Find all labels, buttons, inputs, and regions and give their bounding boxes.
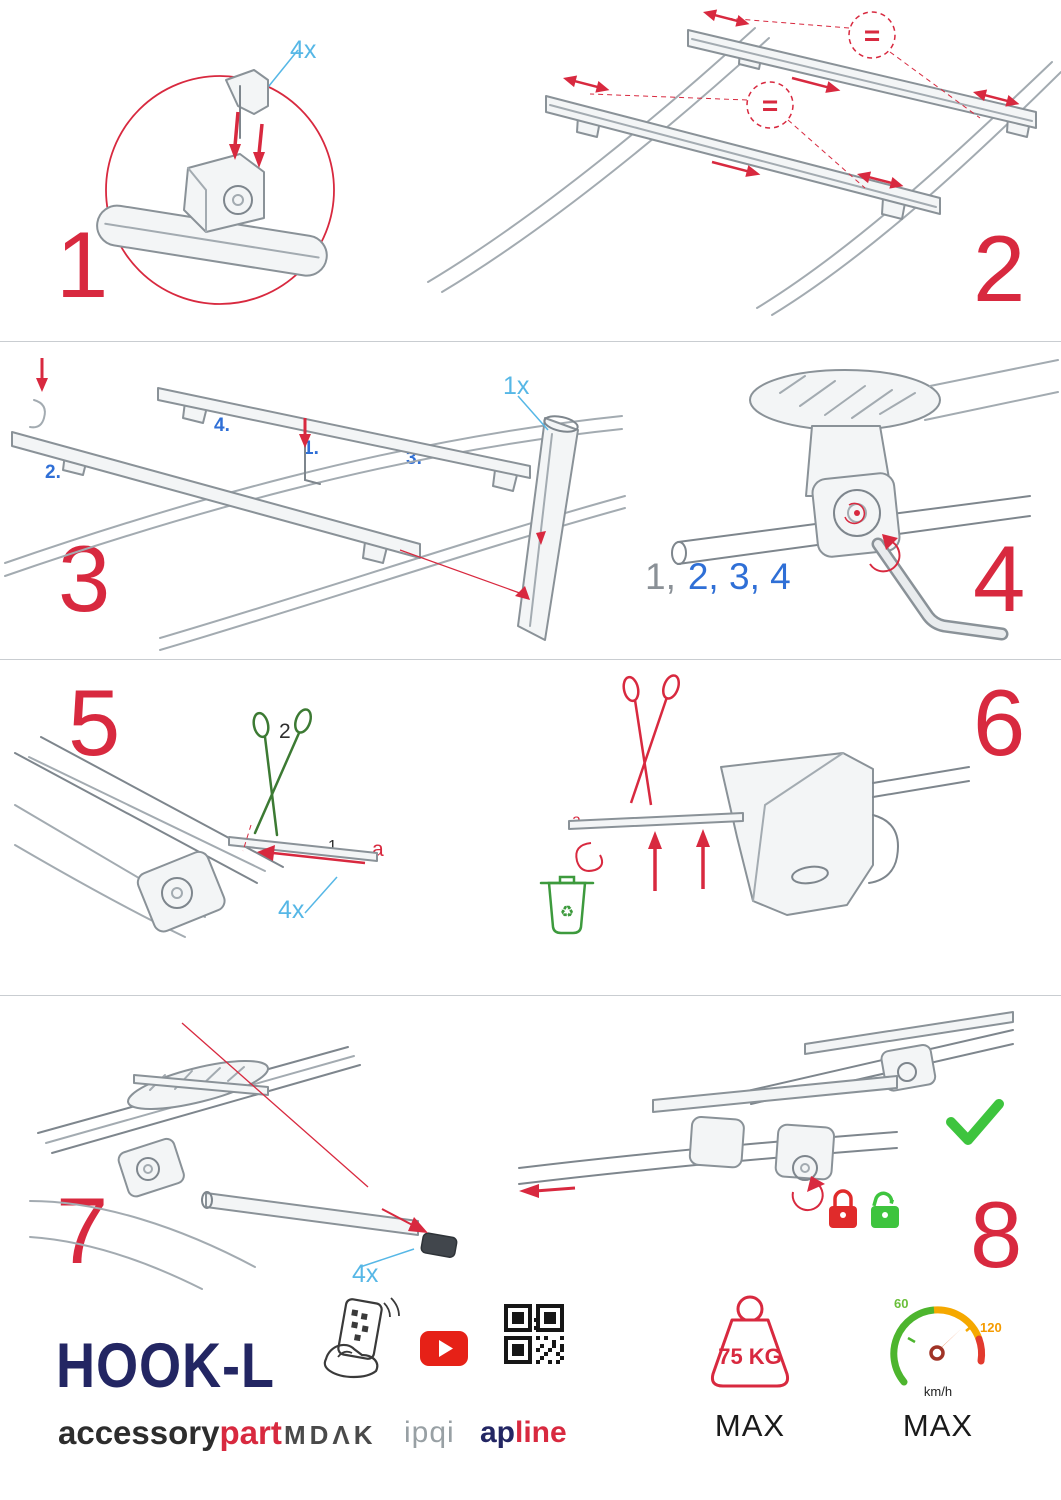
step7-number: 7	[56, 1178, 108, 1283]
step5-illustration	[14, 708, 378, 938]
step3-number: 3	[58, 526, 110, 631]
adjust-arrow	[563, 75, 610, 93]
locked-padlock-icon	[829, 1189, 857, 1228]
speed-low-label: 60	[894, 1296, 909, 1311]
qr-code	[504, 1304, 564, 1364]
slide-arrow	[791, 76, 841, 93]
weight-icon	[711, 1295, 789, 1388]
step4-illustration	[671, 359, 1059, 641]
brand-wordmark: accessorypart	[58, 1414, 282, 1452]
equals-badge-2: =	[746, 81, 794, 129]
rubber-strip	[228, 836, 378, 862]
checkmark-icon	[946, 1099, 1004, 1145]
youtube-icon	[420, 1331, 468, 1366]
scissors-icon	[622, 674, 681, 806]
section-divider-2	[0, 659, 1061, 660]
hook-bracket-part	[720, 752, 899, 916]
step3-illustration	[4, 358, 626, 651]
step4-seq-done: 1,	[645, 556, 676, 597]
product-name: HOOK-L	[56, 1331, 275, 1401]
slide-arrow	[711, 160, 761, 177]
weight-max-label: MAX	[714, 1408, 786, 1443]
brand-black-part: accessory	[58, 1414, 220, 1451]
unlocked-padlock-icon	[871, 1191, 899, 1228]
trash-icon: ♻	[539, 875, 595, 935]
section-divider-3	[0, 995, 1061, 996]
ipqi-logo: ipqi	[404, 1416, 455, 1449]
recycle-icon: ♻	[560, 904, 574, 921]
step4-number: 4	[973, 526, 1025, 631]
speed-high-label: 120	[980, 1320, 1002, 1335]
equals-badge-1: =	[848, 11, 896, 59]
scan-waves-icon	[383, 1297, 400, 1318]
adjust-arrow	[857, 171, 904, 189]
bracket-part	[225, 69, 269, 139]
step8-number: 8	[970, 1182, 1022, 1287]
step2-illustration: = =	[427, 9, 1061, 316]
hand-icon	[323, 1343, 379, 1379]
step2-number: 2	[973, 216, 1025, 321]
allen-key-icon	[304, 445, 321, 485]
adjust-arrow	[703, 9, 750, 27]
allen-key-icon	[871, 537, 1009, 641]
step5-qty-label: 4x	[278, 896, 305, 924]
apline-logo-line: line	[515, 1416, 567, 1449]
step5-dim-label: a	[372, 838, 384, 861]
weight-value: 75 KG	[718, 1344, 782, 1369]
speed-max-label: MAX	[902, 1408, 974, 1443]
step1-illustration	[96, 49, 335, 305]
adjust-arrow	[973, 89, 1020, 107]
step4-sequence: 1, 2, 3, 4	[645, 556, 791, 598]
step1-qty-label: 4x	[290, 36, 317, 64]
apline-logo-ap: ap	[480, 1416, 516, 1449]
step8-illustration	[518, 1011, 1014, 1228]
speed-unit-label: km/h	[923, 1384, 953, 1399]
end-cap-part	[420, 1232, 458, 1258]
step5-number: 5	[68, 670, 120, 775]
hand-holding-phone-icon	[323, 1297, 400, 1379]
section-divider-1	[0, 341, 1061, 342]
mdak-logo: MDΛK	[284, 1420, 377, 1450]
equals-sign: =	[762, 90, 778, 121]
step3-label-2: 2.	[45, 462, 61, 483]
equals-sign: =	[864, 20, 880, 51]
step7-illustration	[29, 1022, 458, 1290]
speedometer-icon	[890, 1306, 986, 1386]
step3-label-4: 4.	[214, 415, 230, 436]
step4-seq-remaining: 2, 3, 4	[687, 556, 791, 597]
rubber-strip	[568, 812, 744, 830]
step5-cut-label: 2	[279, 720, 291, 743]
step6-illustration: ♻	[539, 674, 970, 935]
apline-logo: apline	[480, 1416, 567, 1450]
brand-red-part: part	[219, 1414, 282, 1451]
sleeve-part	[517, 415, 579, 641]
scissors-icon	[252, 708, 313, 837]
step3-qty-label: 1x	[503, 372, 530, 400]
step6-number: 6	[973, 670, 1025, 775]
step5-insert-label: 1	[328, 838, 337, 855]
